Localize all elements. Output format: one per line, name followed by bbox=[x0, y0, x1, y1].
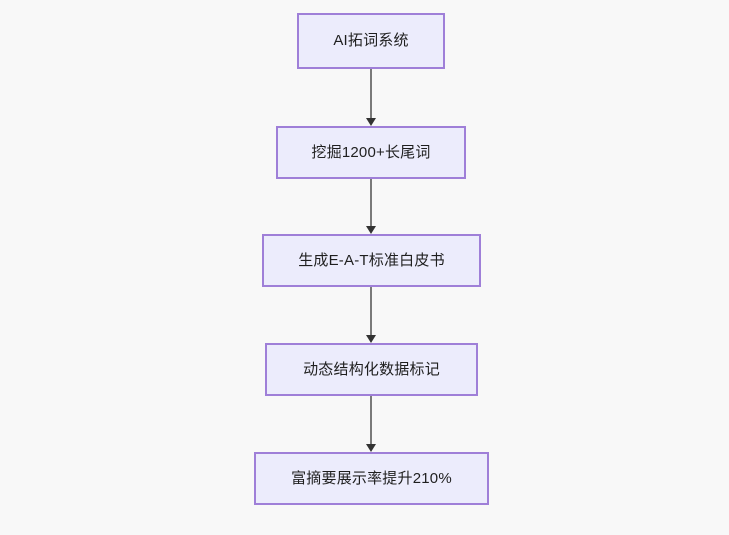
flow-node-label: 富摘要展示率提升210% bbox=[291, 469, 452, 487]
arrow-down-icon bbox=[366, 444, 376, 452]
flow-node-generate-eat-whitepaper[interactable]: 生成E-A-T标准白皮书 bbox=[262, 234, 481, 287]
flow-edge-line bbox=[370, 69, 372, 119]
flow-edge-line bbox=[370, 179, 372, 227]
flow-node-rich-snippet-uplift[interactable]: 富摘要展示率提升210% bbox=[254, 452, 489, 505]
flow-node-dynamic-structured-data[interactable]: 动态结构化数据标记 bbox=[265, 343, 478, 396]
flow-edge-line bbox=[370, 396, 372, 445]
arrow-down-icon bbox=[366, 118, 376, 126]
arrow-down-icon bbox=[366, 335, 376, 343]
flow-node-label: AI拓词系统 bbox=[333, 32, 409, 49]
flow-node-label: 生成E-A-T标准白皮书 bbox=[298, 251, 445, 269]
flow-node-ai-keyword-system[interactable]: AI拓词系统 bbox=[297, 13, 445, 69]
flow-node-label: 动态结构化数据标记 bbox=[303, 360, 440, 378]
flow-node-label: 挖掘1200+长尾词 bbox=[311, 143, 431, 161]
flow-edge-line bbox=[370, 287, 372, 336]
arrow-down-icon bbox=[366, 226, 376, 234]
flow-node-mine-longtail-keywords[interactable]: 挖掘1200+长尾词 bbox=[276, 126, 466, 179]
